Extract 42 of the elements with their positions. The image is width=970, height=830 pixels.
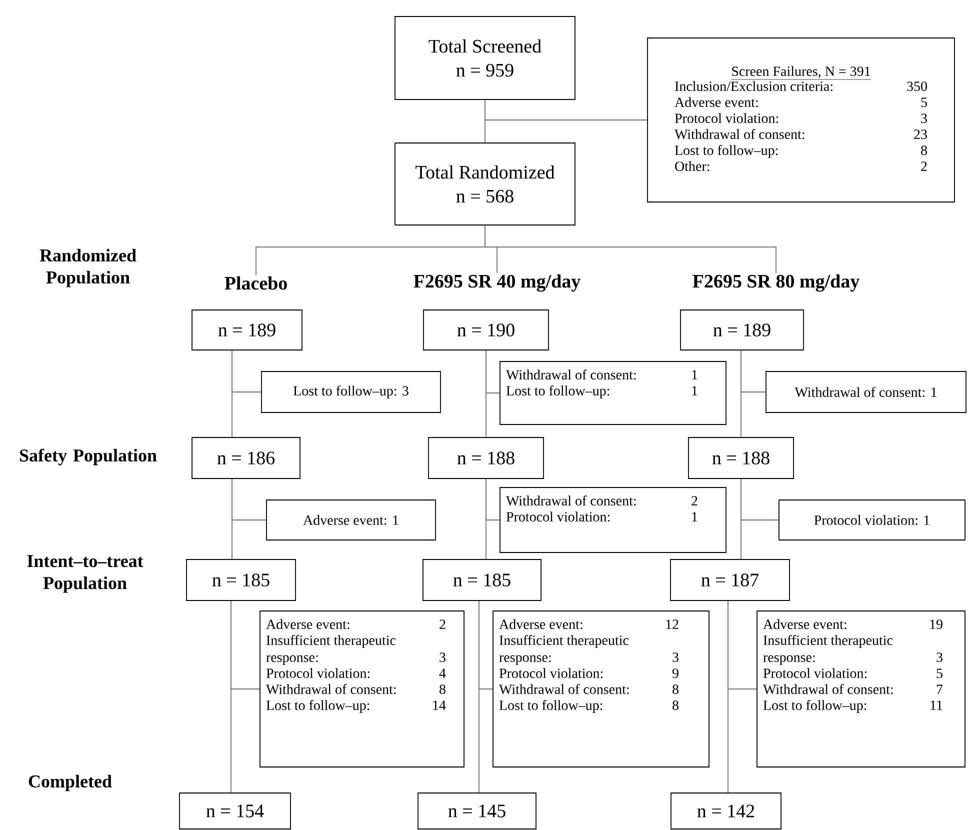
exclusion-box: Adverse event: 12 Insufficient therapeutic response: 3 Protocol violation: 9 Withdrawal of consent: 8 Lost to follow–up: 8 <box>492 610 710 768</box>
exclusion-box: Withdrawal of consent: 1 Lost to follow–up: 1 <box>500 361 726 425</box>
exclusion-box: Adverse event: 19 Insufficient therapeutic response: 3 Protocol violation: 5 Withdrawal of consent: 7 Lost to follow–up: 11 <box>756 610 966 768</box>
connector-line <box>740 478 779 520</box>
process-box: Total Randomized n = 568 <box>394 142 576 226</box>
count-box: n = 185 <box>422 559 542 601</box>
row-label: Randomized Population <box>40 248 136 288</box>
connector-line <box>232 350 262 392</box>
exclusion-box: Adverse event: 2 Insufficient therapeutic response: 3 Protocol violation: 4 Withdrawal of consent: 8 Lost to follow–up: 14 <box>260 610 464 768</box>
arm-heading: F2695 SR 80 mg/day <box>692 274 860 292</box>
screen-failures-box: Screen Failures, N = 391 Inclusion/Exclusion criteria: 350 Adverse event: 5 Protocol violation: 3 Withdrawal of consent: 23 Lost to follow–up: 8 Other: 2 <box>647 38 955 202</box>
exclusion-box: Protocol violation: 1 <box>778 500 966 540</box>
connector-line <box>232 478 266 520</box>
count-box: n = 145 <box>418 792 536 830</box>
exclusion-box: Withdrawal of consent: 1 <box>766 371 966 413</box>
count-box: n = 188 <box>428 437 544 479</box>
count-box: n = 188 <box>688 437 794 479</box>
arm-heading: F2695 SR 40 mg/day <box>414 274 580 292</box>
count-box: n = 190 <box>423 310 549 350</box>
arm-heading: Placebo <box>224 276 287 290</box>
count-box: n = 189 <box>192 310 302 350</box>
row-label: Intent–to–treat Population <box>27 555 144 593</box>
connector-line <box>728 600 757 690</box>
count-box: n = 186 <box>192 437 300 479</box>
exclusion-box: Adverse event: 1 <box>266 500 436 540</box>
connector-line <box>740 350 766 392</box>
exclusion-box: Withdrawal of consent: 2 Protocol violation: 1 <box>500 487 726 553</box>
connector-line <box>486 350 500 394</box>
count-box: n = 189 <box>680 310 804 350</box>
connector-line <box>484 100 648 120</box>
count-box: n = 154 <box>179 792 291 830</box>
connector-line <box>486 478 500 520</box>
connector-line <box>230 600 260 690</box>
count-box: n = 187 <box>670 559 790 601</box>
connector-line <box>484 225 776 274</box>
row-label: Completed <box>28 774 112 792</box>
exclusion-box: Lost to follow–up: 3 <box>261 371 441 413</box>
connector-line <box>478 600 493 690</box>
process-box: Total Screened n = 959 <box>394 16 576 100</box>
count-box: n = 142 <box>670 792 782 830</box>
count-box: n = 185 <box>186 559 296 601</box>
row-label: Safety Population <box>20 448 157 466</box>
